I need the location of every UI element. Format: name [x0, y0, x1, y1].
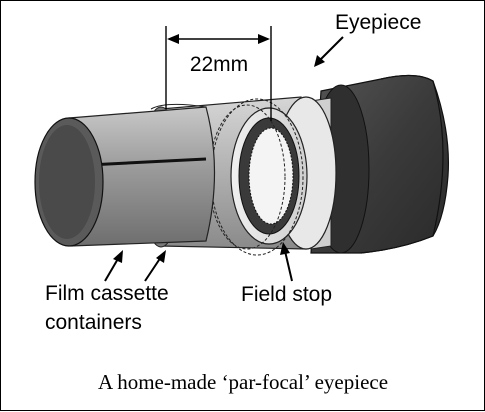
eyepiece-label: Eyepiece: [335, 11, 421, 34]
film-container-left: [35, 104, 215, 246]
film-label-line2: containers: [45, 311, 142, 334]
eyepiece-leader: [314, 37, 343, 67]
film-cassette-leaders: [105, 250, 166, 281]
film-label-line1: Film cassette: [45, 282, 169, 305]
field-stop-label: Field stop: [241, 283, 332, 306]
dimension-label: 22mm: [190, 53, 248, 76]
figure-caption: A home-made ‘par-focal’ eyepiece: [98, 370, 388, 394]
